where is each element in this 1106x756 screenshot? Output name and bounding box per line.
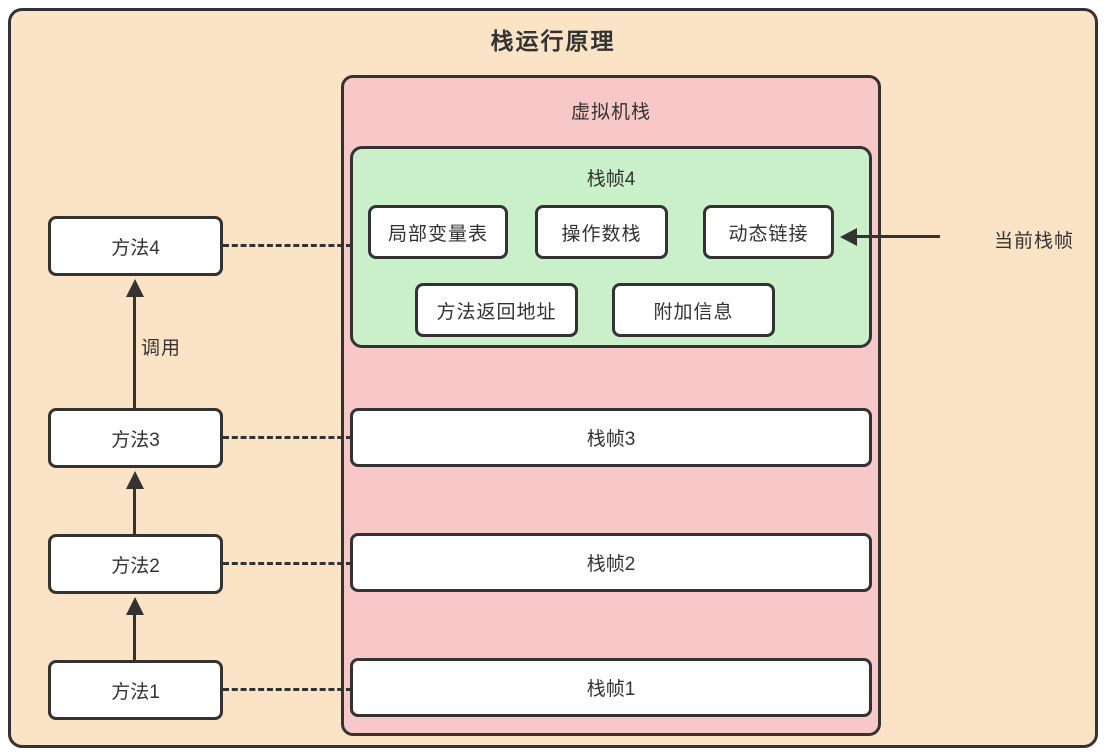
link-dash-method3-frame3 xyxy=(223,436,352,439)
arrow-head-up-icon xyxy=(126,279,144,297)
current-frame-label: 当前栈帧 xyxy=(994,231,1075,252)
method-1-box: 方法1 xyxy=(48,660,223,720)
link-dash-method4-frame4 xyxy=(223,244,352,247)
arrow-line xyxy=(133,613,136,660)
arrow-head-up-icon xyxy=(126,597,144,615)
arrow-head-left-icon xyxy=(840,228,857,246)
stack-frame-3-box: 栈帧3 xyxy=(350,408,872,467)
dynamic-link-box: 动态链接 xyxy=(703,205,834,259)
local-variable-table-box: 局部变量表 xyxy=(368,205,508,259)
method-3-box: 方法3 xyxy=(48,408,223,468)
vm-stack-container: 虚拟机栈 栈帧4 局部变量表 操作数栈 动态链接 方法返回地址 附加信息 栈帧3… xyxy=(341,75,881,736)
link-dash-method2-frame2 xyxy=(223,562,352,565)
arrow-line xyxy=(855,235,940,238)
method-4-box: 方法4 xyxy=(48,216,223,276)
link-dash-method1-frame1 xyxy=(223,688,352,691)
diagram-title: 栈运行原理 xyxy=(490,28,616,54)
arrow-head-up-icon xyxy=(126,471,144,489)
extra-info-box: 附加信息 xyxy=(612,283,775,337)
method-2-box: 方法2 xyxy=(48,534,223,594)
vm-stack-label: 虚拟机栈 xyxy=(570,102,651,123)
stack-frame-4-label: 栈帧4 xyxy=(586,169,636,190)
arrow-line xyxy=(133,487,136,534)
method-return-address-box: 方法返回地址 xyxy=(415,283,578,337)
stack-frame-2-box: 栈帧2 xyxy=(350,533,872,592)
stack-frame-4-container: 栈帧4 局部变量表 操作数栈 动态链接 方法返回地址 附加信息 xyxy=(350,146,872,348)
call-label: 调用 xyxy=(141,338,182,359)
arrow-line xyxy=(133,295,136,408)
stack-frame-1-box: 栈帧1 xyxy=(350,658,872,717)
operand-stack-box: 操作数栈 xyxy=(535,205,668,259)
